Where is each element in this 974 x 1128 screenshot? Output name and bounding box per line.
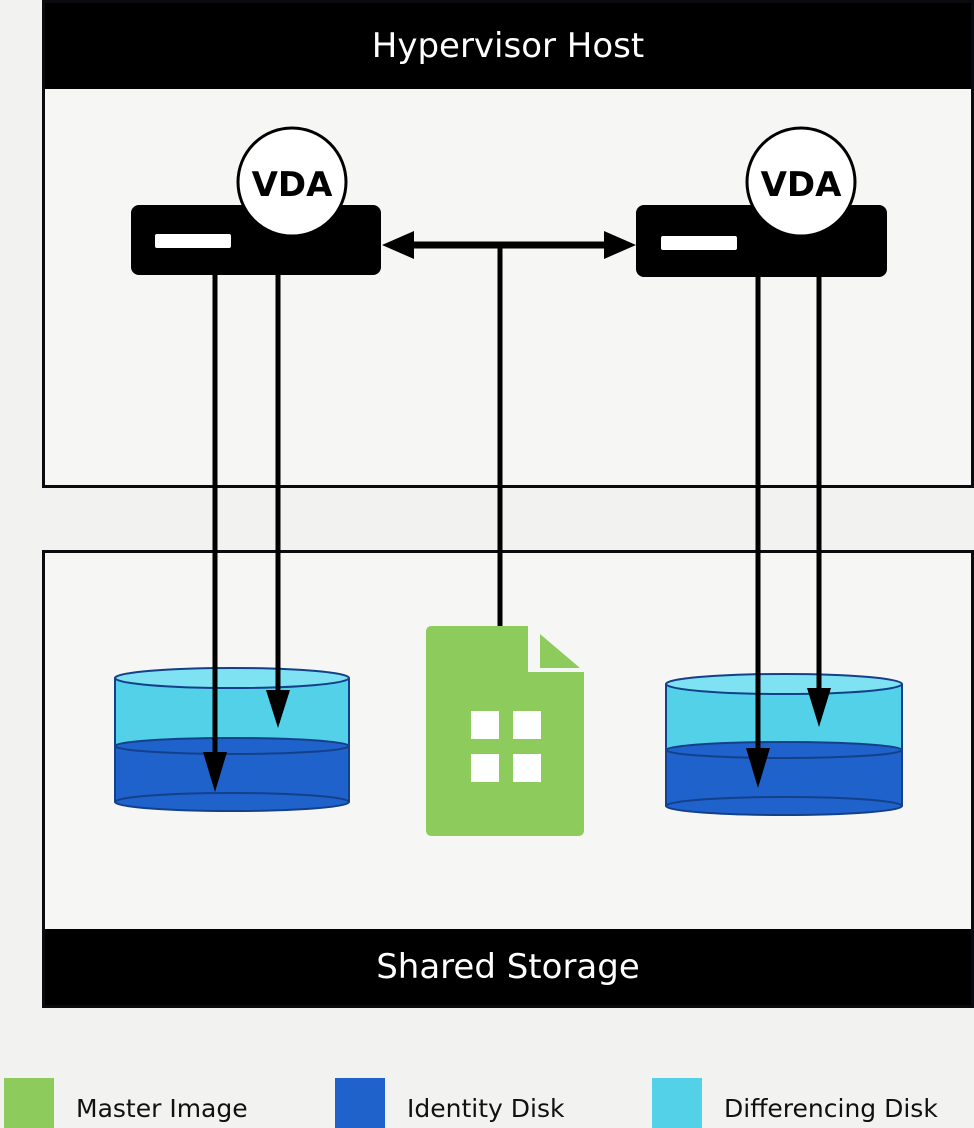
vda-label: VDA: [252, 165, 334, 205]
vda-server-right[interactable]: VDA: [636, 126, 887, 277]
disk-stack-left: [114, 667, 350, 812]
legend-item-differencing-disk: Differencing Disk: [652, 1078, 938, 1128]
vda-label: VDA: [761, 165, 843, 205]
arrow-head: [807, 688, 831, 727]
arrow-right-head: [604, 231, 636, 259]
vda-badge: [745, 126, 857, 238]
vda-badge: [236, 126, 348, 238]
hypervisor-host-title: Hypervisor Host: [45, 3, 971, 89]
vda-server-left[interactable]: VDA: [131, 126, 381, 275]
master-image-file-icon: [426, 626, 584, 836]
server-slot: [155, 234, 231, 248]
arrow-head: [266, 690, 290, 728]
connection-lines: [203, 231, 831, 792]
shared-storage-title: Shared Storage: [45, 929, 971, 1005]
legend-item-identity-disk: Identity Disk: [335, 1078, 564, 1128]
disk-stack-right: [665, 673, 903, 816]
arrow-head: [203, 752, 227, 792]
legend-swatch-differencing-disk: [652, 1078, 702, 1128]
legend-label: Master Image: [76, 1093, 248, 1123]
server-slot: [661, 236, 737, 250]
identity-disk-right: [665, 750, 903, 816]
legend-swatch-master-image: [4, 1078, 54, 1128]
legend-label: Differencing Disk: [724, 1093, 938, 1123]
arrow-left-head: [382, 231, 414, 259]
arrow-head: [746, 748, 770, 788]
identity-disk-left: [114, 746, 350, 812]
legend-item-master-image: Master Image: [4, 1078, 248, 1128]
differencing-disk-right: [665, 673, 903, 806]
legend-swatch-identity-disk: [335, 1078, 385, 1128]
legend-label: Identity Disk: [407, 1093, 565, 1123]
differencing-disk-left: [114, 667, 350, 802]
